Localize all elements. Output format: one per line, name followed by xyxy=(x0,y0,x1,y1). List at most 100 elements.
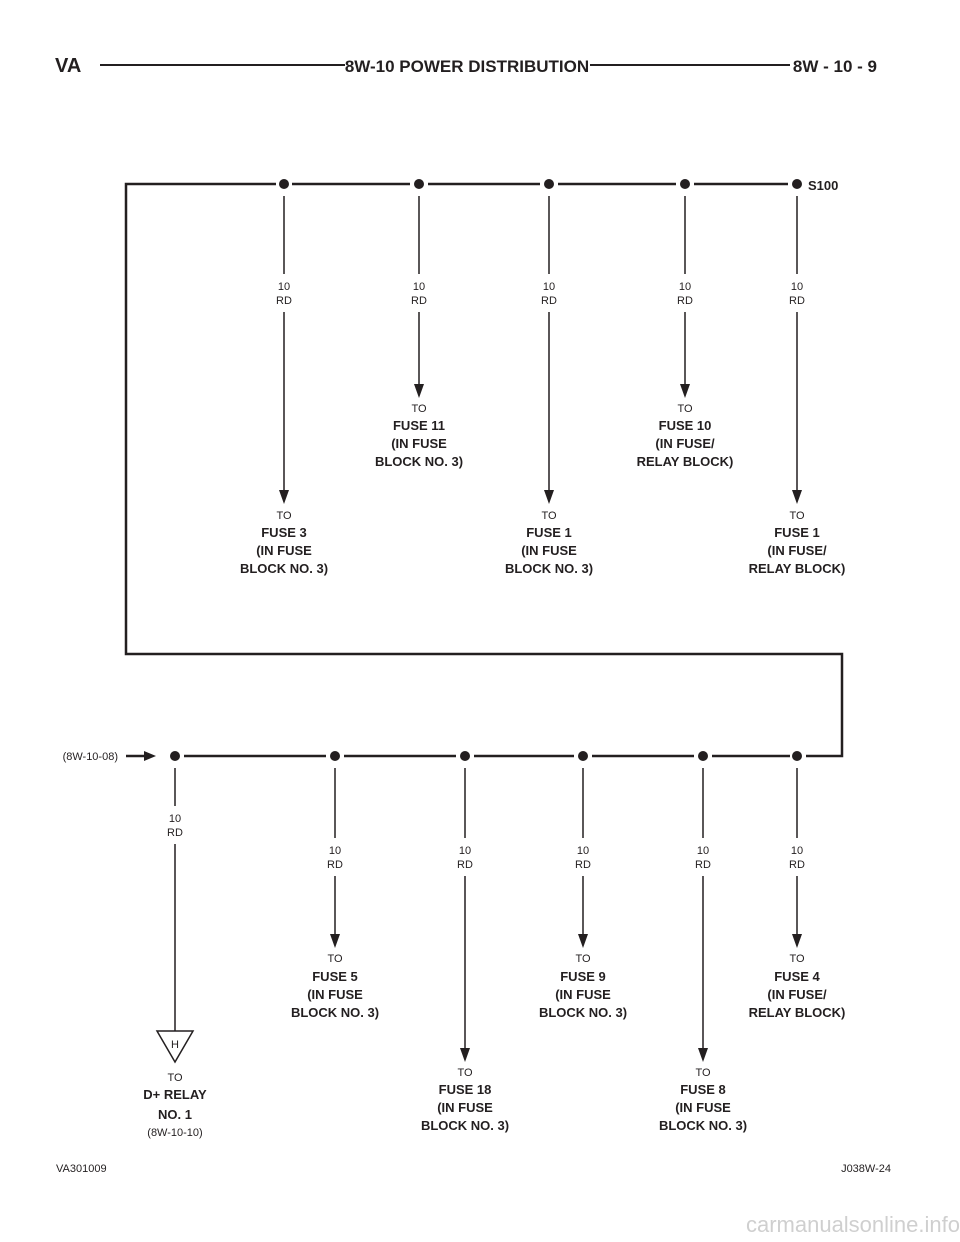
arrow-head xyxy=(792,490,802,504)
destination-line: (IN FUSE/ xyxy=(767,543,827,558)
destination-line: FUSE 10 xyxy=(659,418,712,433)
splice-dot xyxy=(680,179,690,189)
destination-line: FUSE 3 xyxy=(261,525,307,540)
wire-color: RD xyxy=(167,827,183,839)
wire-gauge: 10 xyxy=(169,813,181,825)
arrow-head xyxy=(578,934,588,948)
to-label: TO xyxy=(411,403,427,415)
header-title: 8W-10 POWER DISTRIBUTION xyxy=(345,57,589,76)
top-branch-fuse1-block3: 10 RD TO FUSE 1 (IN FUSE BLOCK NO. 3) xyxy=(505,179,593,576)
destination-line: BLOCK NO. 3) xyxy=(375,454,463,469)
to-label: TO xyxy=(541,510,557,522)
wire-color: RD xyxy=(575,859,591,871)
destination-line: BLOCK NO. 3) xyxy=(291,1005,379,1020)
destination-line: BLOCK NO. 3) xyxy=(421,1118,509,1133)
wire-gauge: 10 xyxy=(413,281,425,293)
connector-triangle xyxy=(155,1030,195,1064)
input-reference: (8W-10-08) xyxy=(63,751,118,763)
wire-color: RD xyxy=(457,859,473,871)
arrow-head xyxy=(279,490,289,504)
to-label: TO xyxy=(167,1072,183,1084)
wire-color: RD xyxy=(695,859,711,871)
destination-line: RELAY BLOCK) xyxy=(749,1005,846,1020)
footer-left: VA301009 xyxy=(56,1163,107,1175)
destination-line: BLOCK NO. 3) xyxy=(240,561,328,576)
destination-line: (IN FUSE xyxy=(437,1100,493,1115)
splice-dot xyxy=(792,751,802,761)
to-label: TO xyxy=(789,510,805,522)
wire-gauge: 10 xyxy=(329,845,341,857)
splice-dot xyxy=(170,751,180,761)
destination-line: RELAY BLOCK) xyxy=(637,454,734,469)
destination-line: RELAY BLOCK) xyxy=(749,561,846,576)
arrow-head xyxy=(680,384,690,398)
top-branch-fuse3: 10 RD TO FUSE 3 (IN FUSE BLOCK NO. 3) xyxy=(240,179,328,576)
arrow-head xyxy=(330,934,340,948)
splice-dot xyxy=(792,179,802,189)
bottom-branch-fuse18: 10 RD TO FUSE 18 (IN FUSE BLOCK NO. 3) xyxy=(421,751,509,1133)
splice-dot xyxy=(330,751,340,761)
wire-gauge: 10 xyxy=(697,845,709,857)
destination-line: FUSE 9 xyxy=(560,969,606,984)
to-label: TO xyxy=(276,510,292,522)
header-left: VA xyxy=(55,55,81,77)
wire-gauge: 10 xyxy=(791,845,803,857)
splice-label: S100 xyxy=(808,178,838,193)
bottom-branch-fuse4: 10 RD TO FUSE 4 (IN FUSE/ RELAY BLOCK) xyxy=(749,751,846,1020)
destination-line: BLOCK NO. 3) xyxy=(539,1005,627,1020)
bottom-branch-fuse8: 10 RD TO FUSE 8 (IN FUSE BLOCK NO. 3) xyxy=(659,751,747,1133)
arrow-head xyxy=(544,490,554,504)
wire-gauge: 10 xyxy=(459,845,471,857)
wire-gauge: 10 xyxy=(278,281,290,293)
destination-line: (IN FUSE xyxy=(307,987,363,1002)
to-label: TO xyxy=(575,953,591,965)
top-branch-fuse10: 10 RD TO FUSE 10 (IN FUSE/ RELAY BLOCK) xyxy=(637,179,734,469)
arrow-head xyxy=(414,384,424,398)
destination-line: (IN FUSE/ xyxy=(767,987,827,1002)
input-arrow xyxy=(144,751,156,761)
destination-line: FUSE 5 xyxy=(312,969,358,984)
top-branch-fuse1-relay: 10 RD TO FUSE 1 (IN FUSE/ RELAY BLOCK) xyxy=(749,179,846,576)
destination-line: (IN FUSE xyxy=(675,1100,731,1115)
wire-gauge: 10 xyxy=(679,281,691,293)
splice-dot xyxy=(578,751,588,761)
destination-line: (IN FUSE xyxy=(391,436,447,451)
destination-line: BLOCK NO. 3) xyxy=(659,1118,747,1133)
splice-dot xyxy=(279,179,289,189)
splice-dot xyxy=(414,179,424,189)
wire-color: RD xyxy=(789,859,805,871)
bottom-branch-d-relay: 10 RD H TO D+ RELAY NO. 1 (8W-10-10) xyxy=(143,751,207,1139)
wire-gauge: 10 xyxy=(543,281,555,293)
destination-line: FUSE 11 xyxy=(393,418,445,433)
to-label: TO xyxy=(327,953,343,965)
splice-dot xyxy=(460,751,470,761)
destination-line: FUSE 8 xyxy=(680,1082,726,1097)
bottom-branch-fuse5: 10 RD TO FUSE 5 (IN FUSE BLOCK NO. 3) xyxy=(291,751,379,1020)
header-page: 8W - 10 - 9 xyxy=(793,57,877,76)
wire-color: RD xyxy=(677,295,693,307)
connector-id: H xyxy=(171,1039,179,1051)
wire-color: RD xyxy=(541,295,557,307)
splice-dot xyxy=(544,179,554,189)
footer-right: J038W-24 xyxy=(841,1163,891,1175)
destination-line: FUSE 4 xyxy=(774,969,820,984)
to-label: TO xyxy=(677,403,693,415)
destination-line: FUSE 1 xyxy=(774,525,820,540)
destination-line: (IN FUSE xyxy=(256,543,312,558)
wire-color: RD xyxy=(411,295,427,307)
arrow-head xyxy=(698,1048,708,1062)
destination-line: (IN FUSE xyxy=(521,543,577,558)
wire-gauge: 10 xyxy=(791,281,803,293)
destination-line: D+ RELAY xyxy=(143,1087,207,1102)
destination-line: NO. 1 xyxy=(158,1107,192,1122)
wire-color: RD xyxy=(327,859,343,871)
feed-wire xyxy=(124,182,844,758)
destination-line: FUSE 18 xyxy=(439,1082,492,1097)
wire-color: RD xyxy=(789,295,805,307)
to-label: TO xyxy=(695,1067,711,1079)
to-label: TO xyxy=(457,1067,473,1079)
arrow-head xyxy=(792,934,802,948)
watermark: carmanualsonline.info xyxy=(746,1212,960,1237)
arrow-head xyxy=(460,1048,470,1062)
